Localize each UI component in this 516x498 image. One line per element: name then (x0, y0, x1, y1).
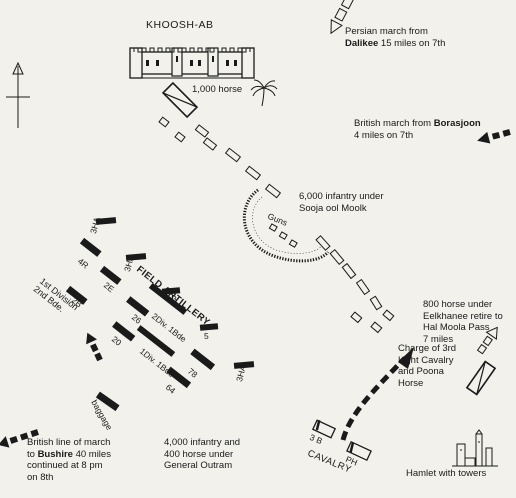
british-line-distance: 40 miles (72, 448, 111, 460)
unit-3ha-mid (125, 253, 147, 261)
charge-arrow (340, 347, 414, 441)
british-line-text-4: on 8th (27, 471, 54, 483)
fort-icon (129, 47, 255, 79)
unit-3ha-top (95, 217, 117, 225)
infantry-4000-text-1: 4,000 infantry and (164, 437, 241, 448)
charge-text-3: and Poona (398, 366, 444, 377)
unit-5 (199, 323, 219, 331)
horse-800-retire-arrow (476, 326, 498, 355)
british-line-text-1: British line of march (27, 437, 111, 448)
british-advance-arrow (86, 332, 103, 362)
unit-26 (126, 296, 150, 317)
charge-label: Charge of 3rd Light Cavalry and Poona Ho… (398, 343, 456, 389)
persian-march-text-1: Persian march from (345, 26, 428, 37)
horse-800-text-3: Hal Moola Pass (423, 322, 490, 333)
unit-3 (161, 287, 181, 295)
khooshab-label: KHOOSH-AB (146, 19, 214, 31)
british-line-to: to (27, 448, 38, 460)
horse-800-text-4: 7 miles (423, 333, 454, 345)
british-march-place: Borasjoon (433, 118, 481, 129)
persian-infantry-line (158, 116, 395, 334)
unit-baggage (95, 391, 120, 412)
infantry-4000-text-2: 400 horse under (164, 448, 234, 460)
british-march-label: British march from Borasjoon 4 miles on … (354, 118, 481, 141)
infantry-4000-label: 4,000 infantry and 400 horse under Gener… (164, 437, 240, 472)
horse-1000-label: 1,000 horse (192, 84, 243, 95)
north-arrow-icon (6, 61, 30, 128)
cavalry-units (311, 419, 372, 462)
british-march-text-2: 4 miles on 7th (354, 129, 414, 141)
palm-tree-icon (250, 79, 278, 107)
hamlet-towers-icon (452, 429, 498, 467)
hamlet-label: Hamlet with towers (406, 468, 487, 479)
british-line-text-2: to Bushire 40 miles (27, 449, 111, 461)
horse-800-text-1: 800 horse under (423, 299, 493, 310)
unit-64 (166, 366, 192, 389)
infantry-6000-text-2: Sooja ool Moolk (299, 202, 367, 214)
persian-entrenchment (242, 188, 330, 263)
unit-2div-1bde (148, 283, 188, 315)
unit-78 (190, 348, 216, 371)
british-march-arrow (477, 129, 511, 144)
unit-20 (112, 321, 136, 342)
horse-800-label: 800 horse under Eelkhanee retire to Hal … (423, 299, 503, 345)
unit-1div-1bde (136, 325, 176, 357)
persian-march-distance: 15 miles on 7th (378, 37, 446, 49)
unit-label-3: 3 (172, 294, 177, 304)
persian-march-text-2: Dalikee 15 miles on 7th (345, 38, 445, 50)
infantry-4000-text-3: General Outram (164, 460, 233, 471)
persian-horse-1000 (161, 81, 199, 119)
british-line-arrow (0, 429, 39, 448)
infantry-6000-text-1: 6,000 infantry under (299, 191, 384, 202)
persian-horse-800 (465, 360, 497, 396)
british-march-text-1: British march from Borasjoon (354, 118, 481, 130)
unit-3ha-right (233, 361, 255, 369)
british-march-from: British march from (354, 118, 434, 129)
british-line-place: Bushire (37, 448, 73, 460)
british-line-text-3: continued at 8 pm (27, 460, 103, 471)
british-line-label: British line of march to Bushire 40 mile… (27, 437, 111, 483)
unit-2b (65, 285, 88, 305)
persian-march-label: Persian march from Dalikee 15 miles on 7… (345, 26, 445, 49)
persian-march-arrow (330, 0, 354, 35)
persian-march-place: Dalikee (345, 37, 379, 49)
charge-text-2: Light Cavalry (398, 354, 454, 366)
unit-label-5: 5 (204, 331, 209, 341)
unit-2e (99, 265, 122, 285)
horse-800-text-2: Eelkhanee retire to (423, 310, 503, 322)
charge-text-4: Horse (398, 377, 424, 389)
unit-4r (79, 237, 102, 257)
british-units (65, 217, 255, 412)
infantry-6000-label: 6,000 infantry under Sooja ool Moolk (299, 191, 384, 214)
charge-text-1: Charge of 3rd (398, 343, 457, 354)
